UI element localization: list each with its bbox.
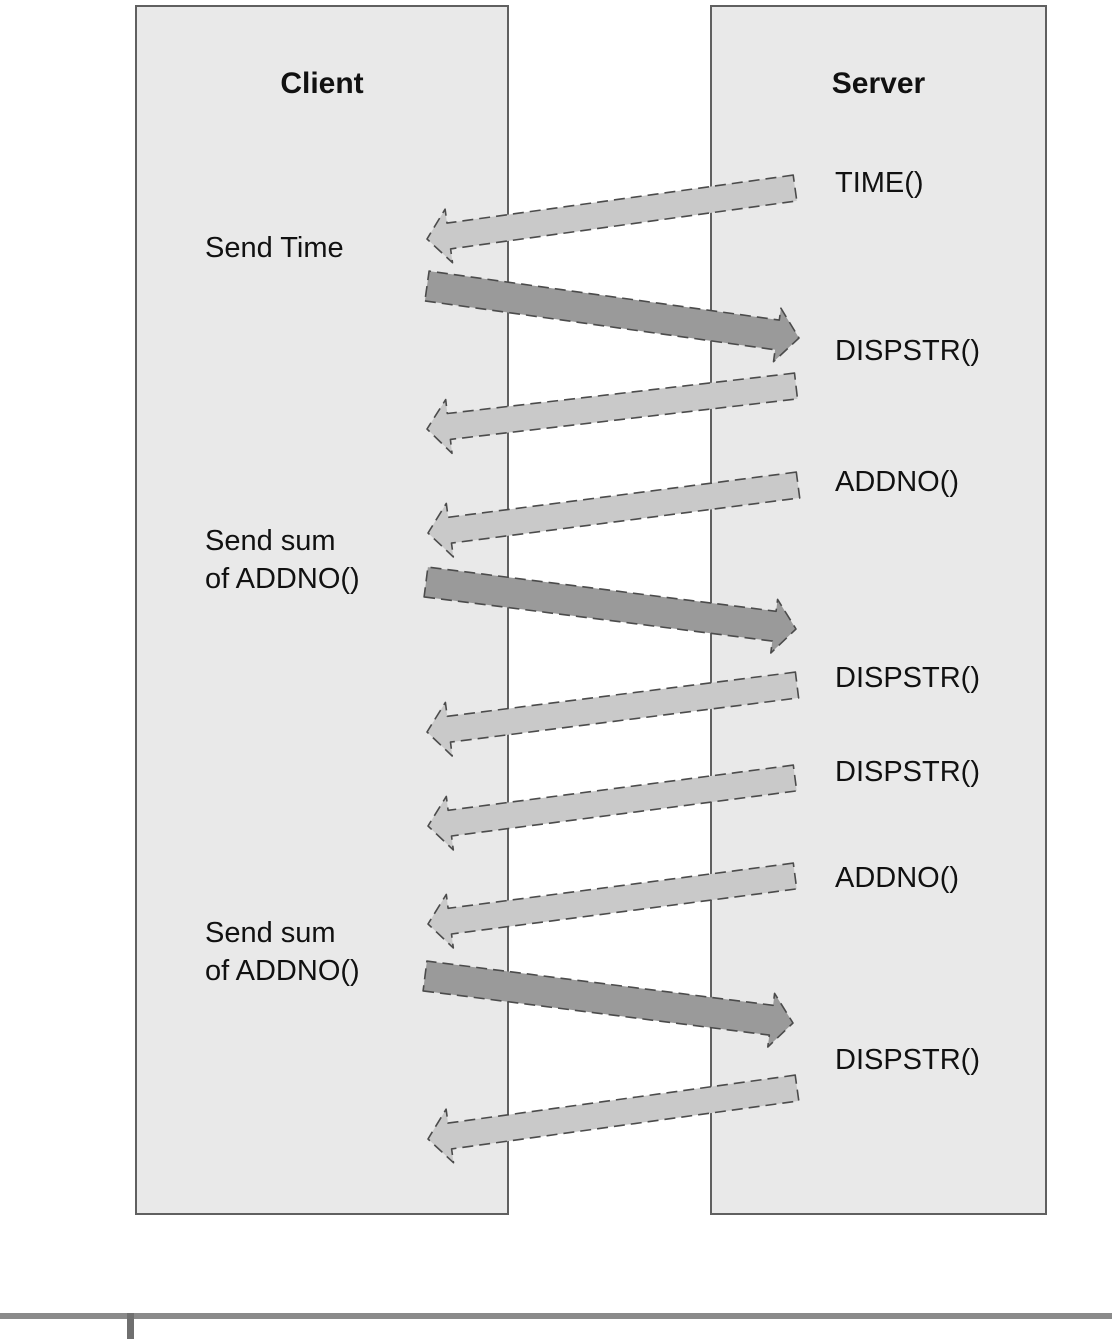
client-action-label: Send sum of ADDNO(): [205, 917, 360, 987]
server-function-label: TIME(): [835, 167, 924, 199]
page-edge-tick: [127, 1313, 134, 1339]
server-function-label: ADDNO(): [835, 862, 960, 894]
bottom-rule: [0, 1313, 1112, 1319]
client-box: Client: [135, 5, 509, 1215]
server-function-label: DISPSTR(): [835, 756, 980, 788]
server-function-label: ADDNO(): [835, 466, 960, 498]
server-function-label: DISPSTR(): [835, 662, 980, 694]
server-function-label: DISPSTR(): [835, 335, 980, 367]
client-action-label: Send Time: [205, 232, 344, 264]
server-title: Server: [831, 67, 926, 100]
client-action-label: Send sum of ADDNO(): [205, 525, 360, 595]
client-title: Client: [280, 67, 364, 100]
server-function-label: DISPSTR(): [835, 1044, 980, 1076]
